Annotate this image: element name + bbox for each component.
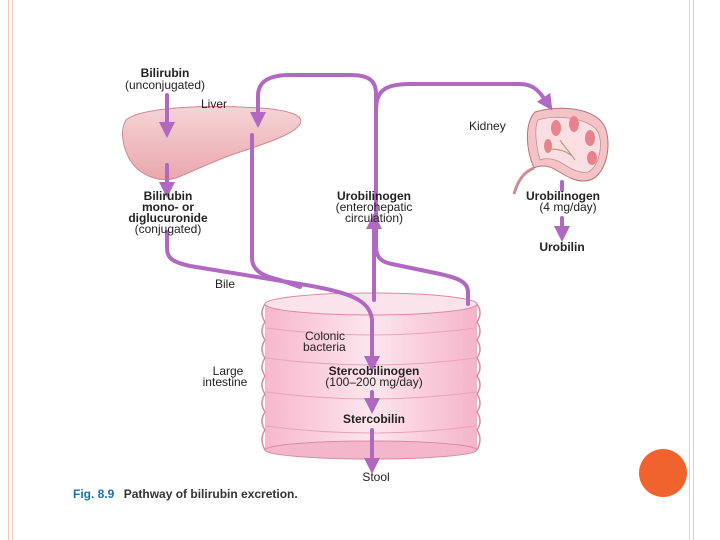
kidney-illustration <box>512 107 609 195</box>
colonic-line2: bacteria <box>303 340 346 354</box>
large-intestine-line2: intestine <box>202 375 248 389</box>
accent-dot <box>639 449 687 497</box>
conjugated-line4: (conjugated) <box>134 222 202 236</box>
frame-line-right-2 <box>693 0 694 540</box>
frame-line-left-2 <box>12 0 13 540</box>
bilirubin-subtitle: (unconjugated) <box>124 78 206 92</box>
urobilinogen-entero-line2: (enterohepatic <box>335 200 413 214</box>
colonic-line1: Colonic <box>305 329 346 343</box>
arrow-conjugated-to-bile <box>165 230 380 372</box>
frame-line-left-1 <box>8 0 9 540</box>
liver-label: Liver <box>201 97 228 111</box>
conjugated-line2: mono- or <box>142 200 194 214</box>
conjugated-line3: diglucuronide <box>128 211 208 225</box>
urobilin-label: Urobilin <box>539 240 585 254</box>
liver-illustration <box>122 106 302 181</box>
figure-caption-text: Pathway of bilirubin excretion. <box>123 487 298 501</box>
bile-label: Bile <box>215 277 236 291</box>
figure-number: Fig. 8.9 <box>73 487 115 501</box>
stercobilin-label: Stercobilin <box>342 412 405 426</box>
urobilinogen-kidney-title: Urobilinogen <box>526 189 600 203</box>
conjugated-line1: Bilirubin <box>143 189 193 203</box>
large-intestine-line1: Large <box>212 364 244 378</box>
frame-line-right-1 <box>689 0 690 540</box>
urobilinogen-entero-line3: circulation) <box>344 211 404 225</box>
stool-label: Stool <box>362 470 390 484</box>
arrow-liver-to-bile-duct <box>250 133 302 289</box>
stercobilinogen-sub: (100–200 mg/day) <box>325 375 423 389</box>
arrow-entero-return-to-liver <box>250 73 470 306</box>
figure-caption: Fig. 8.9 Pathway of bilirubin excretion. <box>73 487 298 501</box>
kidney-label: Kidney <box>469 119 506 133</box>
stercobilinogen-title: Stercobilinogen <box>328 364 420 378</box>
urobilinogen-kidney-sub: (4 mg/day) <box>539 200 597 214</box>
pathway-arrows <box>159 73 570 474</box>
bilirubin-title: Bilirubin <box>140 66 190 80</box>
urobilinogen-entero-title: Urobilinogen <box>337 189 411 203</box>
arrow-to-kidney <box>374 82 553 112</box>
